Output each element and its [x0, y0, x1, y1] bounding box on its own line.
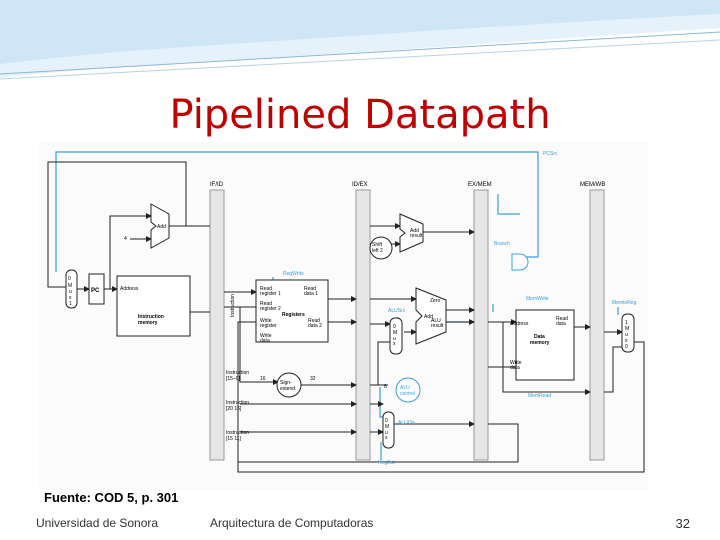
stage-label-mem-wb: MEM/WB: [580, 182, 605, 188]
branch-label: Branch: [494, 241, 510, 247]
instruction-memory: [116, 275, 191, 337]
data-memory: [515, 309, 575, 381]
stage-label-id-ex: ID/EX: [352, 182, 368, 188]
bits-16-label: 16: [260, 376, 266, 382]
alusrc-mux: [389, 317, 403, 355]
svg-text:M: M: [68, 283, 72, 289]
stage-label-ex-mem: EX/MEM: [468, 182, 492, 188]
instruction-bus-label: Instruction: [230, 294, 236, 317]
control-signal-labels: PCSrc RegWrite Branch MemWrite MemtoReg …: [283, 151, 637, 466]
alu-add-label: Add: [424, 314, 433, 320]
regwrite-label: RegWrite: [283, 271, 304, 277]
slide-title: Pipelined Datapath: [169, 92, 551, 138]
pipeline-registers: [209, 189, 605, 461]
pc-adder-label: Add: [157, 224, 166, 230]
page-number: 32: [675, 516, 690, 531]
svg-text:Instruction[15–0]: Instruction[15–0]: [226, 370, 249, 382]
shift-left-2: [369, 236, 393, 260]
footer-course: Arquitectura de Computadoras: [210, 516, 374, 530]
branch-and-gate: [511, 253, 529, 271]
bits-32-label: 32: [310, 376, 316, 382]
alu-six-label: 6: [384, 384, 387, 390]
stage-label-if-id: IF/ID: [210, 182, 224, 188]
data-wires: [47, 161, 645, 473]
instr-mem-address-label: Address: [120, 286, 139, 292]
svg-text:0: 0: [68, 276, 71, 282]
const-4-label: 4: [124, 236, 127, 242]
regdst-mux: [382, 411, 395, 449]
svg-text:Instruction[20 16]: Instruction[20 16]: [226, 400, 249, 412]
svg-text:Instruction[15 11]: Instruction[15 11]: [226, 430, 249, 442]
figure-source: Fuente: COD 5, p. 301: [44, 490, 179, 505]
memtoreg-mux: [621, 313, 635, 353]
pc-mux: 0 M u x 1: [65, 269, 78, 309]
svg-text:1: 1: [69, 301, 72, 307]
regdst-label: RegDst: [378, 460, 395, 466]
data-mem-address-label: Address: [510, 321, 529, 327]
memtoreg-label: MemtoReg: [612, 300, 637, 306]
if-id-register: [209, 189, 225, 461]
pc-label: PC: [91, 288, 100, 294]
mem-wb-register: [589, 189, 605, 461]
register-file: [255, 279, 329, 343]
memwrite-label: MemWrite: [526, 296, 549, 302]
svg-text:x: x: [69, 295, 72, 301]
memread-label: MemRead: [528, 393, 551, 399]
pcsrc-label: PCSrc: [543, 151, 558, 157]
ex-mem-register: [473, 189, 489, 461]
alu-zero-label: Zero: [430, 298, 441, 304]
svg-text:u: u: [69, 289, 72, 295]
sign-extend: [276, 372, 302, 398]
header-banner: [0, 0, 720, 80]
aluop-label: ALUOp: [398, 420, 415, 426]
branch-adder: [399, 213, 424, 253]
svg-text:Sign-extend: Sign-extend: [280, 380, 295, 392]
alu-control: [395, 377, 421, 403]
pc-adder: [150, 203, 170, 249]
pipelined-datapath-diagram: IF/ID ID/EX EX/MEM MEM/WB: [38, 142, 648, 490]
alusrc-label: ALUSrc: [388, 308, 406, 314]
id-ex-register: [355, 189, 371, 461]
pc-register: [88, 273, 105, 305]
registers-label: Registers: [282, 312, 305, 318]
footer-institution: Universidad de Sonora: [36, 516, 159, 530]
alu: [415, 287, 447, 345]
